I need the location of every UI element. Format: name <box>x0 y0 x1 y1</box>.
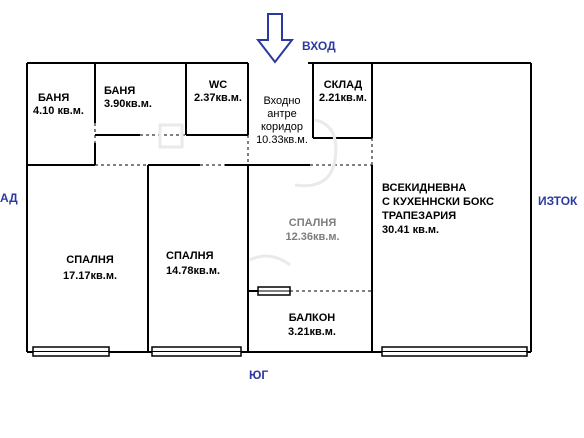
room-wc-name: WC <box>208 79 228 91</box>
windows <box>32 346 528 357</box>
west-label: АД <box>0 191 18 205</box>
room-bedroom2-name: СПАЛНЯ <box>166 249 220 264</box>
east-label: ИЗТОК <box>538 194 578 208</box>
room-balcony-name: БАЛКОН <box>288 312 336 324</box>
room-bath2: БАНЯ 3.90кв.м. <box>104 85 152 111</box>
room-hall: Входно антре коридор 10.33кв.м. <box>250 95 314 147</box>
south-label: ЮГ <box>249 368 269 382</box>
room-hall-line3: коридор <box>261 121 303 133</box>
room-storage-area: 2.21кв.м. <box>319 92 367 104</box>
room-bath2-area: 3.90кв.м. <box>104 98 152 110</box>
room-hall-area: 10.33кв.м. <box>256 134 308 146</box>
room-bedroom3-area: 12.36кв.м. <box>285 231 340 243</box>
entrance-arrow-icon <box>255 13 295 64</box>
walls <box>26 62 532 353</box>
room-storage: СКЛАД 2.21кв.м. <box>315 79 371 105</box>
balcony-door <box>257 286 291 296</box>
room-living: ВСЕКИДНЕВНА С КУХЕННСКИ БОКС ТРАПЕЗАРИЯ … <box>382 181 494 237</box>
room-living-line2: С КУХЕННСКИ БОКС <box>382 196 494 208</box>
room-bath1-area: 4.10 кв.м. <box>33 105 84 117</box>
room-bedroom1-area: 17.17кв.м. <box>62 270 118 282</box>
room-bath2-name: БАНЯ <box>104 85 136 97</box>
room-bedroom1-name: СПАЛНЯ <box>66 254 114 266</box>
room-storage-name: СКЛАД <box>323 79 363 91</box>
window-bedroom1 <box>32 346 110 357</box>
window-bedroom2 <box>151 346 242 357</box>
room-bath1-name: БАНЯ <box>38 92 70 104</box>
room-bedroom2-name-text: СПАЛНЯ <box>166 250 214 262</box>
room-bath1: БАНЯ 4.10 кв.м. <box>30 92 92 118</box>
watermark <box>158 118 338 267</box>
room-living-line1: ВСЕКИДНЕВНА <box>382 182 467 194</box>
room-bedroom1: СПАЛНЯ 17.17кв.м. <box>40 252 140 284</box>
room-hall-line2: антре <box>267 108 297 120</box>
room-bedroom2: СПАЛНЯ 14.78кв.м. <box>166 249 220 279</box>
entrance-label: ВХОД <box>302 39 336 53</box>
room-living-line3: ТРАПЕЗАРИЯ <box>382 210 457 222</box>
openings <box>94 123 373 292</box>
room-wc: WC 2.37кв.м. <box>189 79 247 105</box>
room-balcony-area: 3.21кв.м. <box>288 326 336 338</box>
room-bedroom3: СПАЛНЯ 12.36кв.м. <box>255 216 370 244</box>
window-living <box>381 346 528 357</box>
room-bedroom2-area: 14.78кв.м. <box>166 265 221 277</box>
room-living-area: 30.41 кв.м. <box>382 224 440 236</box>
room-bedroom3-name: СПАЛНЯ <box>288 217 337 229</box>
room-balcony: БАЛКОН 3.21кв.м. <box>262 311 362 339</box>
room-wc-area: 2.37кв.м. <box>194 92 242 104</box>
room-hall-line1: Входно <box>263 95 301 107</box>
